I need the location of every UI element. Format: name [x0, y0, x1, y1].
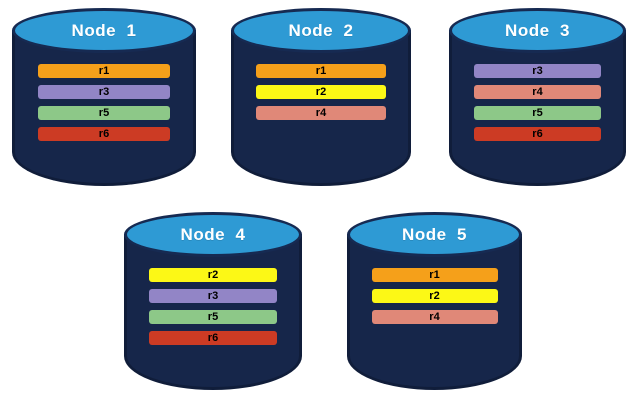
cylinder-top-ellipse [12, 8, 196, 53]
replica-label: r1 [98, 64, 110, 77]
replica-bar[interactable]: r4 [473, 85, 602, 99]
cylinder-top-ellipse [449, 8, 626, 53]
replica-bar-list: r1 r2 r4 [231, 64, 411, 120]
replica-bar[interactable]: r5 [148, 310, 278, 324]
replica-bar[interactable]: r2 [256, 85, 386, 99]
replica-label: r2 [429, 289, 440, 302]
replica-label: r6 [98, 127, 110, 140]
replica-label: r4 [429, 310, 440, 323]
replica-bar[interactable]: r5 [37, 106, 171, 120]
replica-label: r1 [429, 268, 440, 281]
node-label: Node 2 [288, 20, 354, 40]
replica-label: r3 [98, 85, 110, 98]
replica-label: r2 [207, 268, 219, 281]
replica-bar-list: r1 r2 r4 [347, 268, 522, 324]
node-label: Node 3 [505, 20, 570, 40]
replica-bar[interactable]: r1 [37, 64, 171, 78]
replica-bar-list: r1 r3 r5 r6 [12, 64, 196, 141]
replica-bar[interactable]: r6 [37, 127, 171, 141]
cylinder-top-ellipse [124, 212, 302, 257]
replica-label: r5 [98, 106, 110, 119]
node-cylinder-5[interactable]: Node 5 r1 r2 r4 [347, 212, 522, 390]
node-cylinder-1[interactable]: Node 1 r1 r3 r5 r6 [12, 8, 196, 186]
node-cylinder-3[interactable]: Node 3 r3 r4 r5 r6 [449, 8, 626, 186]
node-label: Node 5 [402, 224, 467, 244]
replica-bar[interactable]: r3 [473, 64, 602, 78]
node-label: Node 1 [71, 20, 137, 40]
replica-bar[interactable]: r6 [148, 331, 278, 345]
cylinder-top-ellipse [231, 8, 411, 53]
replica-bar[interactable]: r1 [371, 268, 498, 282]
node-cylinder-2[interactable]: Node 2 r1 r2 r4 [231, 8, 411, 186]
replica-bar[interactable]: r4 [256, 106, 386, 120]
replica-label: r2 [315, 85, 327, 98]
replica-bar[interactable]: r2 [148, 268, 278, 282]
node-cylinder-4[interactable]: Node 4 r2 r3 r5 r6 [124, 212, 302, 390]
replica-bar[interactable]: r3 [148, 289, 278, 303]
replica-label: r5 [532, 106, 543, 119]
replica-bar-list: r2 r3 r5 r6 [124, 268, 302, 345]
replica-bar[interactable]: r3 [37, 85, 171, 99]
replica-label: r4 [532, 85, 543, 98]
replica-label: r1 [315, 64, 327, 77]
replica-bar[interactable]: r5 [473, 106, 602, 120]
cylinder-top-ellipse [347, 212, 522, 257]
node-label: Node 4 [180, 224, 246, 244]
replica-bar[interactable]: r4 [371, 310, 498, 324]
replica-label: r5 [207, 310, 219, 323]
replica-bar[interactable]: r1 [256, 64, 386, 78]
replica-label: r3 [207, 289, 219, 302]
replica-bar[interactable]: r2 [371, 289, 498, 303]
replica-bar[interactable]: r6 [473, 127, 602, 141]
replica-bar-list: r3 r4 r5 r6 [449, 64, 626, 141]
replica-label: r6 [207, 331, 219, 344]
replica-label: r4 [315, 106, 327, 119]
replica-label: r3 [532, 64, 543, 77]
replica-label: r6 [532, 127, 543, 140]
